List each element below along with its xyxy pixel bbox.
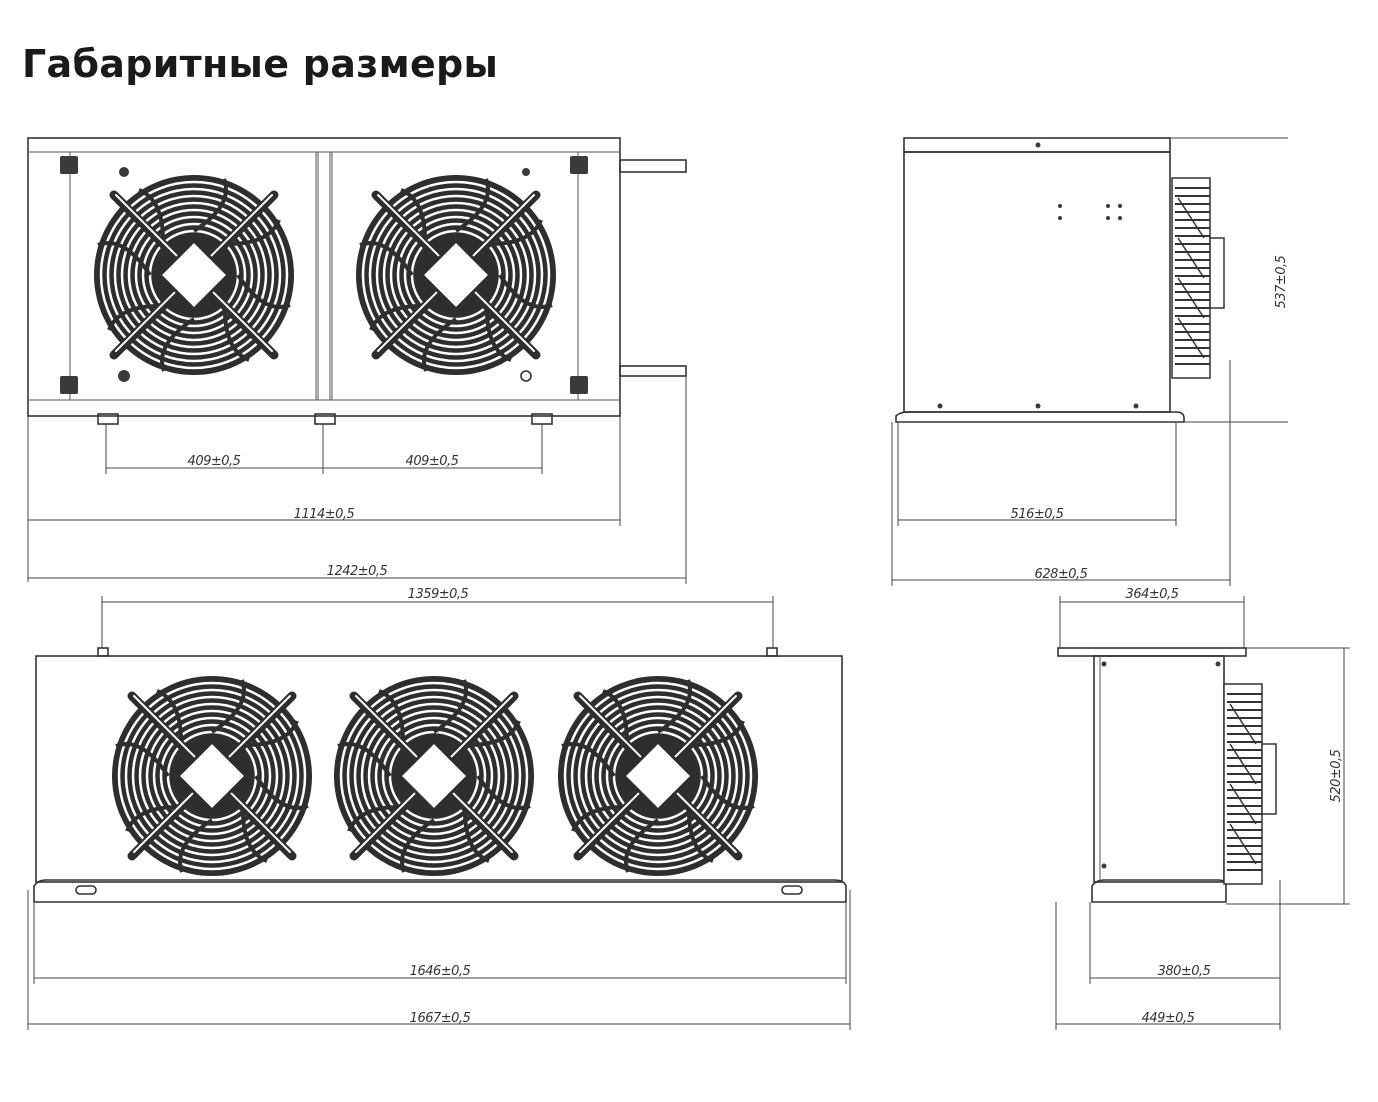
front-fan-2 — [356, 175, 556, 375]
dim-mount-spacing: 1359±0,5 — [408, 587, 469, 602]
small-side-fan — [1223, 683, 1277, 885]
dim-side-total-depth: 628±0,5 — [1035, 567, 1088, 582]
small-side-view — [1057, 647, 1277, 903]
dim-fan-pitch-2: 409±0,5 — [406, 454, 459, 469]
dim-fan-pitch-1: 409±0,5 — [188, 454, 241, 469]
dim-small-top-width: 364±0,5 — [1126, 587, 1179, 602]
bottom-view — [33, 647, 847, 903]
page-title: Габаритные размеры — [22, 42, 499, 86]
bottom-dimensions: 1359±0,5 1646±0,5 1667±0,5 — [27, 587, 851, 1030]
dim-bottom-total-width: 1667±0,5 — [410, 1011, 471, 1026]
bottom-fan-2 — [334, 676, 534, 876]
bottom-fan-1 — [112, 676, 312, 876]
side-dimensions: 537±0,5 516±0,5 628±0,5 — [891, 137, 1289, 586]
dim-side-inner-depth: 516±0,5 — [1011, 507, 1064, 522]
dim-bottom-inner-width: 1646±0,5 — [410, 964, 471, 979]
front-dimensions: 409±0,5 409±0,5 1114±0,5 1242±0,5 — [27, 376, 687, 584]
front-view — [27, 137, 687, 425]
side-view — [895, 137, 1225, 423]
side-fan — [1171, 177, 1225, 379]
bottom-fan-3 — [558, 676, 758, 876]
dim-side-height: 537±0,5 — [1274, 255, 1289, 308]
dim-front-inner-width: 1114±0,5 — [294, 507, 355, 522]
dim-small-inner-depth: 380±0,5 — [1158, 964, 1211, 979]
dim-front-total-width: 1242±0,5 — [327, 564, 388, 579]
small-side-dimensions: 364±0,5 520±0,5 380±0,5 449±0,5 — [1055, 587, 1350, 1030]
front-fan-1 — [94, 175, 294, 375]
dim-small-total-depth: 449±0,5 — [1142, 1011, 1195, 1026]
dim-small-height: 520±0,5 — [1329, 749, 1344, 802]
